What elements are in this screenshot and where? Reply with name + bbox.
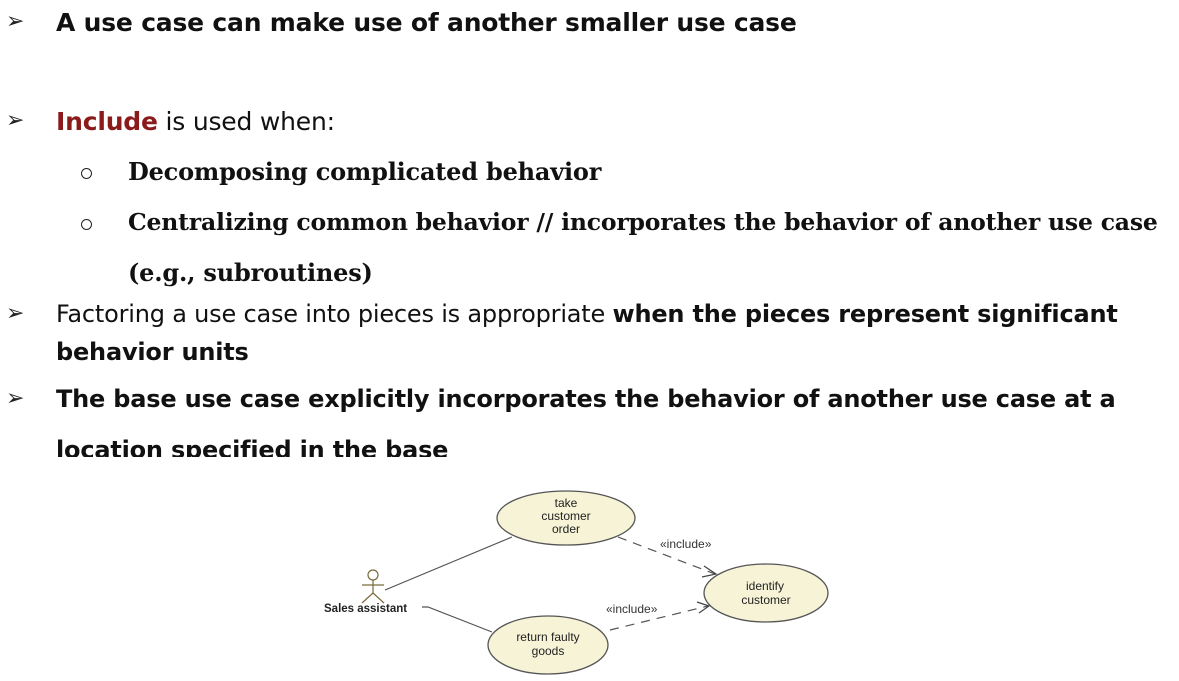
bullet-text-1: A use case can make use of another small… [56, 8, 797, 37]
use-case-identify-customer [703, 563, 829, 623]
use-case-take-line2: customer [541, 509, 590, 523]
bullet-arrow-icon: ➢ [6, 108, 25, 133]
use-case-return-faulty-goods [487, 615, 609, 675]
include-label-top: «include» [660, 537, 712, 551]
include-bottom-dashed-line [609, 605, 709, 631]
bullet-text-4-line2: location specified in the base [56, 436, 449, 457]
use-case-return-line2: goods [532, 644, 565, 658]
include-bottom-arrowhead [696, 601, 711, 614]
actor-label: Sales assistant [324, 603, 407, 615]
bullet-arrow-icon: ➢ [6, 386, 25, 411]
include-top-arrowhead [701, 565, 718, 578]
bullet-text-4-line1: The base use case explicitly incorporate… [56, 385, 1116, 413]
use-case-return-line1: return faulty [516, 630, 579, 644]
include-keyword: Include [56, 107, 158, 136]
bullet-text-3-bold: when the pieces represent significant [612, 300, 1118, 328]
include-label-bottom: «include» [606, 602, 658, 616]
bullet-arrow-icon: ➢ [6, 9, 25, 34]
include-top-dashed-line [617, 536, 716, 575]
actor-stick-figure-icon [361, 569, 385, 604]
sub-bullet-1: Decomposing complicated behavior [128, 157, 602, 186]
actor-to-return-goods-line [422, 606, 493, 633]
use-case-take-line1: take [555, 496, 578, 510]
use-case-identify-line1: identify [746, 579, 784, 593]
sub-bullet-circle-icon [81, 168, 92, 179]
sub-bullet-2-line1: Centralizing common behavior // incorpor… [128, 208, 1158, 236]
sub-bullet-circle-icon [81, 219, 92, 230]
sub-bullet-2-line2: (e.g., subroutines) [128, 258, 373, 287]
bullet-text-3: Factoring a use case into pieces is appr… [56, 300, 1118, 328]
bullet-text-2: Include is used when: [56, 107, 335, 136]
bullet-arrow-icon: ➢ [6, 301, 25, 326]
use-case-take-customer-order [496, 490, 636, 546]
bullet-text-2-rest: is used when: [157, 107, 335, 136]
use-case-identify-line2: customer [741, 593, 790, 607]
use-case-take-line3: order [552, 522, 580, 536]
bullet-text-3-line2: behavior units [56, 338, 249, 366]
bullet-text-3-plain: Factoring a use case into pieces is appr… [56, 300, 613, 328]
actor-to-take-order-line [384, 536, 513, 591]
